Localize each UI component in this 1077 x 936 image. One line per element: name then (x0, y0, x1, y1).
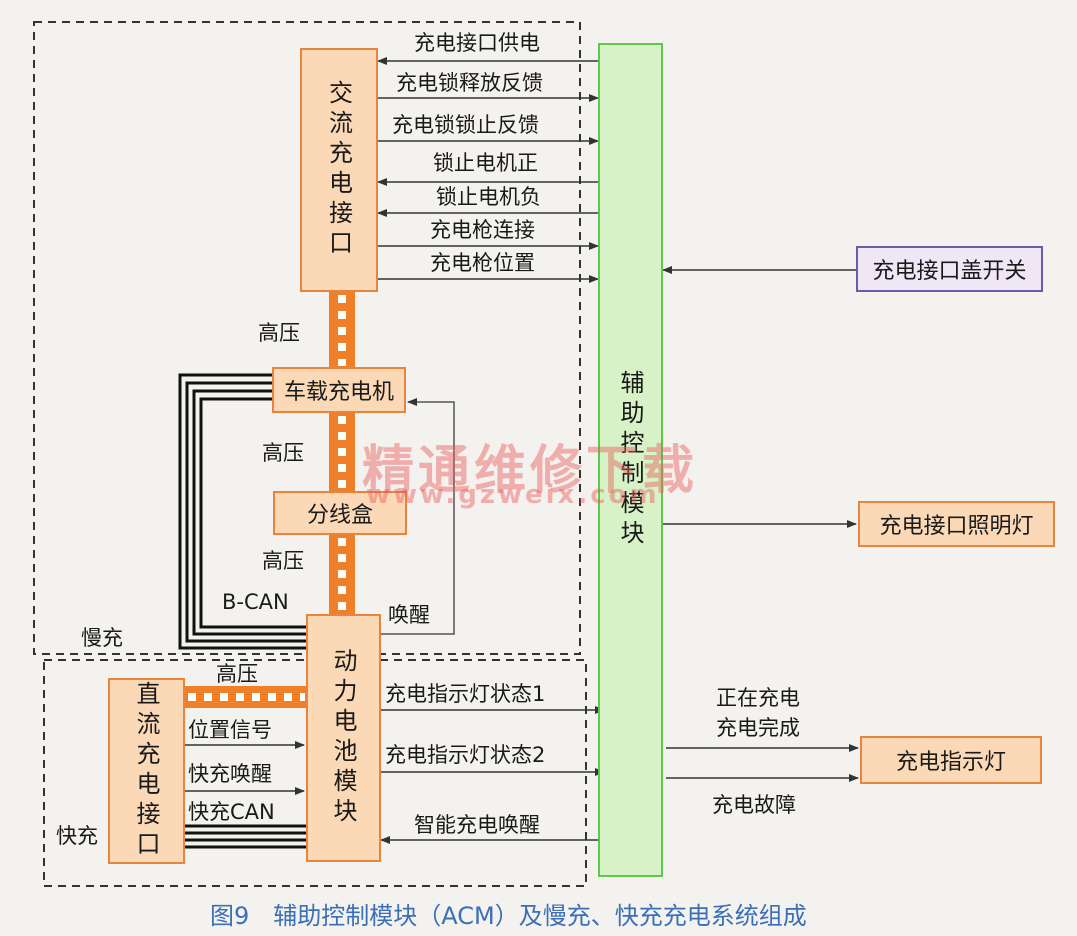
port-light-label: 充电接口照明灯 (879, 514, 1034, 539)
watermark-cn: 精通维修下载 (362, 441, 699, 501)
onboard-charger-label: 车载充电机 (283, 380, 394, 405)
signal-gun-connect: 充电枪连接 (430, 218, 535, 242)
port-light-box: 充电接口照明灯 (858, 501, 1055, 547)
wakeup-line (380, 398, 455, 635)
hv-bus (185, 292, 355, 708)
signal-port-power: 充电接口供电 (414, 31, 540, 55)
port-cover-switch-box: 充电接口盖开关 (856, 246, 1043, 292)
fast-charge-label: 快充 (56, 824, 98, 848)
signal-fast-wakeup: 快充唤醒 (188, 762, 272, 786)
ac-charging-port-box: 交流充电接口 (300, 48, 378, 292)
bcan-bundle (178, 373, 307, 650)
junction-box: 分线盒 (273, 491, 407, 535)
battery-module-box: 动力电池模块 (306, 614, 381, 862)
charge-indicator-label: 充电指示灯 (895, 750, 1006, 775)
signal-lock-motor-pos: 锁止电机正 (433, 151, 538, 175)
dc-charging-port-label: 直流充电接口 (132, 681, 160, 861)
slow-charge-group (33, 21, 581, 655)
acm-box: 辅助控制模块 (598, 43, 663, 877)
signal-position: 位置信号 (188, 718, 272, 742)
ac-charging-port-label: 交流充电接口 (324, 80, 353, 260)
signal-lock-motor-neg: 锁止电机负 (436, 185, 541, 209)
status-charge-fault: 充电故障 (712, 793, 796, 817)
signal-fast-can: 快充CAN (188, 800, 275, 824)
junction-box-label: 分线盒 (306, 503, 373, 528)
figure-caption: 图9 辅助控制模块（ACM）及慢充、快充充电系统组成 (210, 902, 807, 930)
signal-arrows (185, 57, 859, 844)
hv-label-1: 高压 (258, 321, 300, 345)
onboard-charger-box: 车载充电机 (272, 367, 406, 413)
hv-label-3: 高压 (262, 549, 304, 573)
signal-gun-position: 充电枪位置 (430, 251, 535, 275)
slow-charge-label: 慢充 (81, 626, 123, 650)
bcan-label: B-CAN (222, 590, 289, 614)
acm-label: 辅助控制模块 (616, 370, 644, 550)
hv-label-2: 高压 (262, 441, 304, 465)
port-cover-switch-label: 充电接口盖开关 (872, 259, 1027, 284)
signal-smart-wakeup: 智能充电唤醒 (414, 813, 540, 837)
hv-label-4: 高压 (216, 662, 258, 686)
signal-lock-lock-feedback: 充电锁锁止反馈 (392, 113, 539, 137)
signal-lock-release-feedback: 充电锁释放反馈 (396, 71, 543, 95)
signal-indicator-state-2: 充电指示灯状态2 (385, 743, 546, 767)
watermark-url: www.gzweix.com (366, 480, 660, 510)
status-charge-done: 充电完成 (716, 716, 800, 740)
dc-charging-port-box: 直流充电接口 (108, 678, 185, 864)
battery-module-label: 动力电池模块 (329, 648, 357, 828)
status-charging: 正在充电 (716, 686, 800, 710)
wakeup-label: 唤醒 (388, 603, 430, 627)
signal-indicator-state-1: 充电指示灯状态1 (385, 682, 546, 706)
fast-can-bundle (185, 824, 307, 849)
charge-indicator-box: 充电指示灯 (860, 736, 1042, 784)
